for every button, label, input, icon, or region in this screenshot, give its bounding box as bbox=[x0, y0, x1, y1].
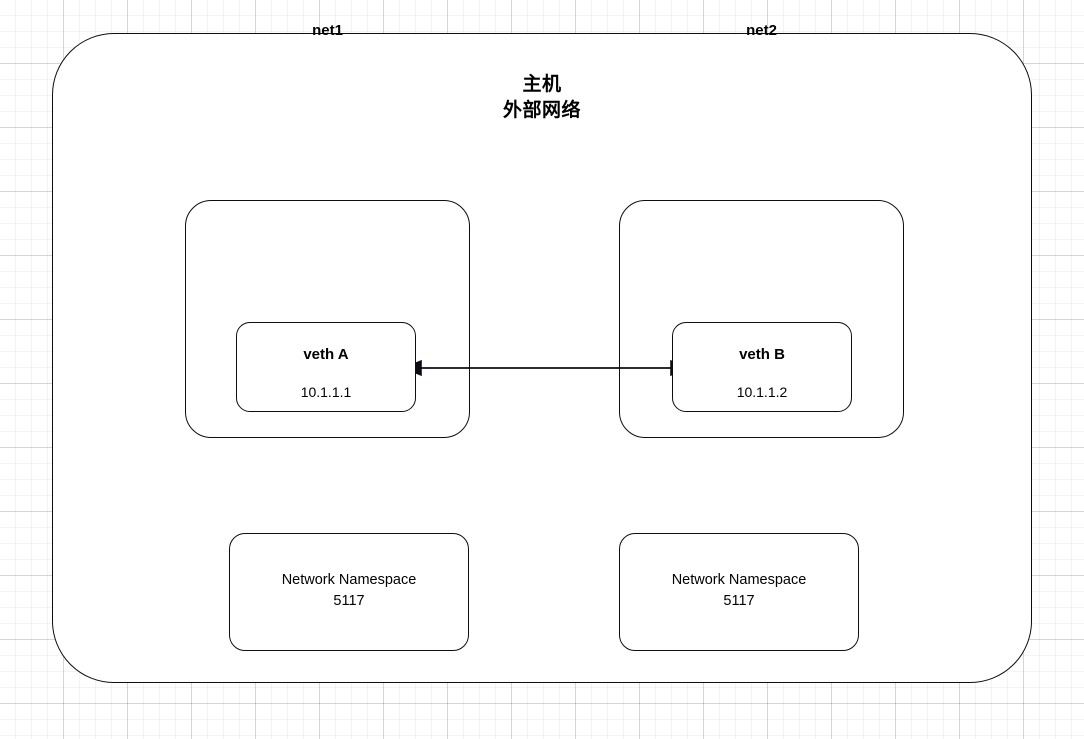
net2-group-box[interactable] bbox=[619, 200, 904, 438]
network-namespace-left-label: Network Namespace 5117 bbox=[281, 572, 417, 609]
veth-b-name: veth B bbox=[739, 346, 785, 363]
network-namespace-right-label: Network Namespace 5117 bbox=[671, 572, 807, 609]
net2-label: net2 bbox=[746, 22, 777, 39]
network-namespace-right-box[interactable]: Network Namespace 5117 bbox=[619, 533, 859, 651]
veth-a-name: veth A bbox=[303, 346, 349, 363]
host-title-label: 主机 外部网络 bbox=[502, 74, 581, 121]
network-namespace-left-box[interactable]: Network Namespace 5117 bbox=[229, 533, 469, 651]
veth-a-ip: 10.1.1.1 bbox=[300, 384, 352, 400]
veth-b-ip: 10.1.1.2 bbox=[736, 384, 788, 400]
net1-label: net1 bbox=[312, 22, 343, 39]
veth-b-box[interactable]: veth B 10.1.1.2 bbox=[672, 322, 852, 412]
veth-pair-link-arrow bbox=[408, 359, 684, 377]
veth-a-box[interactable]: veth A 10.1.1.1 bbox=[236, 322, 416, 412]
